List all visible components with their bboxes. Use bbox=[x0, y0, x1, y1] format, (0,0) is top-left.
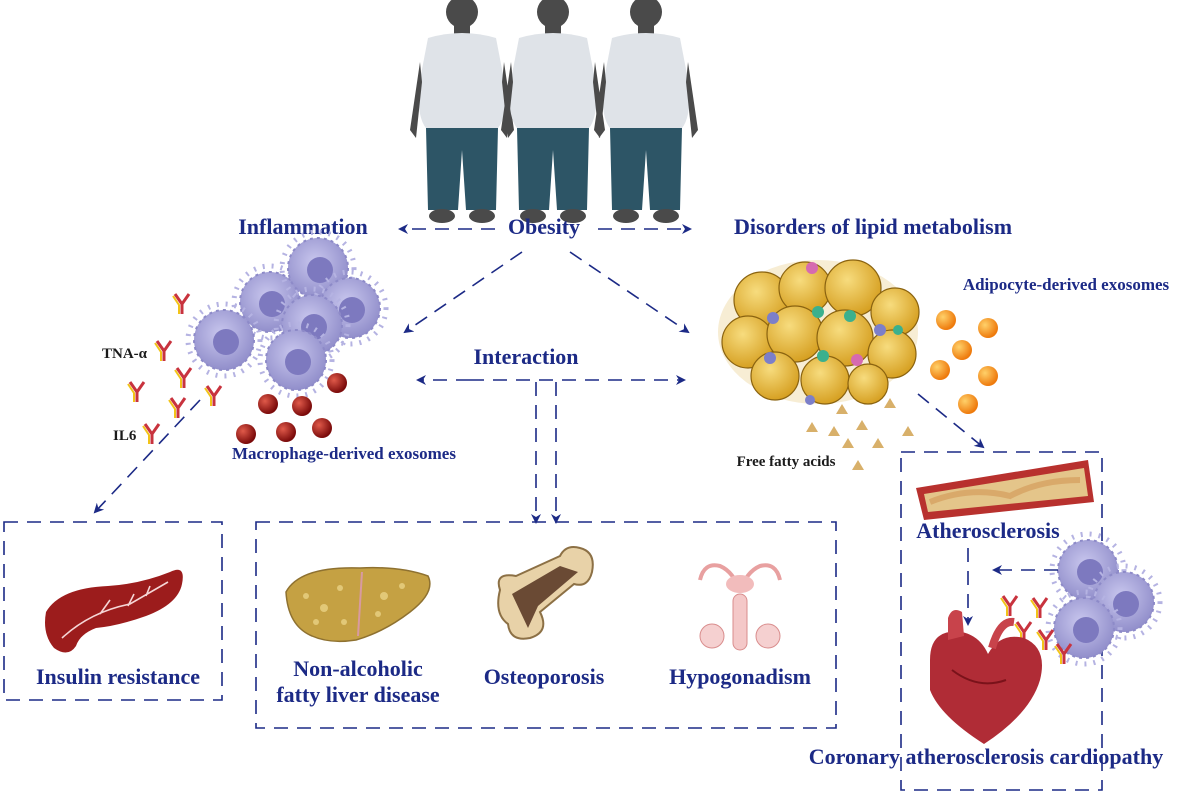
label-adipocyte-exosomes: Adipocyte-derived exosomes bbox=[963, 275, 1170, 294]
macrophage-cluster-illustration bbox=[188, 232, 386, 396]
arrow-to-insulin-resistance bbox=[93, 399, 201, 514]
label-atherosclerosis: Atherosclerosis bbox=[916, 518, 1060, 543]
label-lipid-disorders: Disorders of lipid metabolism bbox=[734, 214, 1012, 239]
arrow-to-adipocytes bbox=[569, 251, 690, 334]
arrow-to-macrophages bbox=[403, 251, 523, 334]
liver-illustration bbox=[285, 566, 431, 643]
box-insulin-resistance bbox=[3, 521, 223, 701]
label-free-fatty-acids: Free fatty acids bbox=[737, 454, 836, 470]
adipose-tissue-illustration bbox=[718, 259, 920, 405]
adipocyte-exosomes-illustration bbox=[930, 310, 998, 414]
label-nafld-line2: fatty liver disease bbox=[276, 682, 440, 707]
male-reproductive-illustration bbox=[698, 563, 782, 651]
free-fatty-acids-illustration bbox=[806, 398, 914, 470]
heart-illustration bbox=[930, 610, 1042, 744]
label-obesity: Obesity bbox=[508, 214, 580, 239]
heart-macrophages-illustration bbox=[1048, 534, 1160, 664]
obese-people-illustration bbox=[410, 0, 698, 223]
label-interaction: Interaction bbox=[473, 344, 578, 369]
label-macrophage-exosomes: Macrophage-derived exosomes bbox=[232, 444, 456, 463]
box-interaction-diseases bbox=[255, 521, 837, 729]
arrow-to-atherosclerosis bbox=[917, 393, 985, 449]
label-il6: IL6 bbox=[113, 428, 137, 444]
label-tna-alpha: TNA-α bbox=[102, 346, 148, 362]
pancreas-illustration bbox=[45, 569, 183, 653]
label-cad: Coronary atherosclerosis cardiopathy bbox=[809, 744, 1163, 769]
label-nafld-line1: Non-alcoholic bbox=[293, 656, 423, 681]
label-hypogonadism: Hypogonadism bbox=[669, 664, 811, 689]
artery-illustration bbox=[916, 460, 1094, 520]
bone-illustration bbox=[497, 546, 594, 640]
macrophage-exosomes-illustration bbox=[236, 373, 347, 444]
label-insulin-resistance: Insulin resistance bbox=[36, 664, 200, 689]
label-osteoporosis: Osteoporosis bbox=[484, 664, 605, 689]
